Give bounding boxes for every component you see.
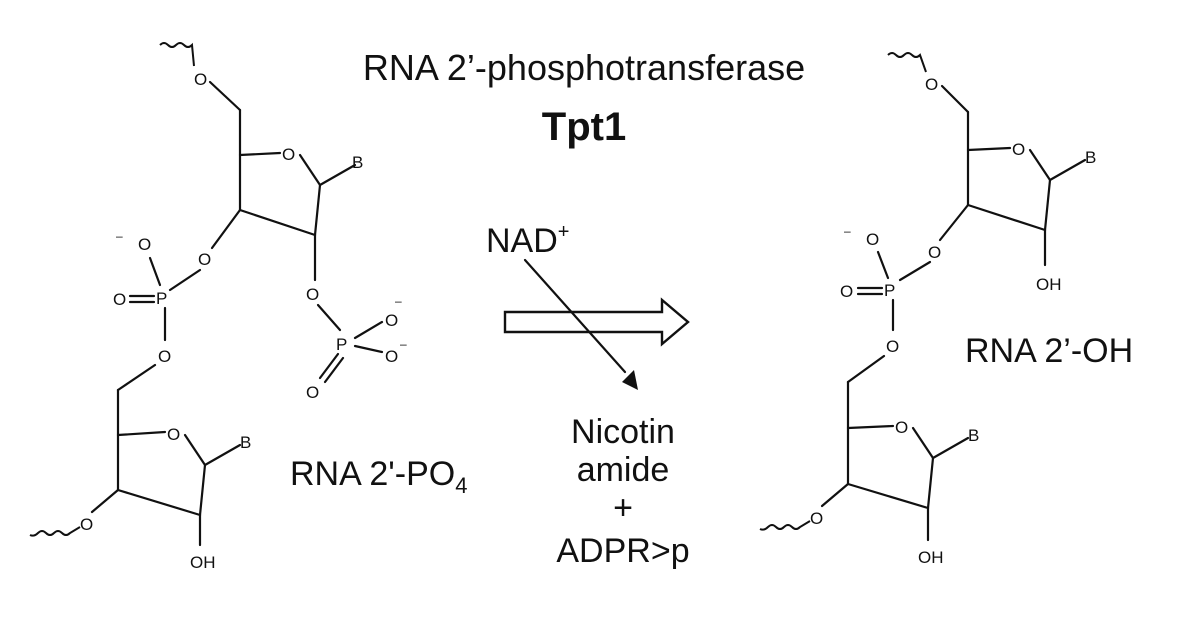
substrate-label: RNA 2'-PO4	[290, 455, 467, 498]
base-label-bottom: B	[240, 433, 251, 452]
atom-o-ring-top: O	[282, 145, 295, 164]
product-structure: O O B OH O P O – O O O B OH	[759, 52, 1096, 567]
base-label-top: B	[352, 153, 363, 172]
atom-o-ring-bottom: O	[167, 425, 180, 444]
backbone-squiggle-top-right	[887, 52, 927, 73]
enzyme-name-title: Tpt1	[542, 105, 626, 149]
atom-p-diester: P	[156, 289, 167, 308]
charge-minus-diester: –	[116, 229, 123, 243]
atom-o-2prime: O	[306, 285, 319, 304]
base-label-bottom-right: B	[968, 426, 979, 445]
hydroxyl-2prime-bottom: OH	[190, 553, 216, 572]
product-line-nicotin: Nicotin	[571, 413, 675, 451]
atom-o-3prime: O	[198, 250, 211, 269]
backbone-squiggle-bottom	[29, 526, 81, 537]
product-plus-sign: +	[613, 489, 633, 527]
cosubstrate-label: NAD+	[486, 221, 569, 260]
hydroxyl-2prime-bottom-right: OH	[918, 548, 944, 567]
atom-o-ring-top-right: O	[1012, 140, 1025, 159]
atom-o-5prime-top-right: O	[925, 75, 938, 94]
substrate-structure: O O B O P O – O O O P O –	[29, 42, 407, 572]
substrate-label-subscript: 4	[455, 473, 467, 498]
atom-o-double-diester: O	[113, 290, 126, 309]
atom-o-minus-2prime-a: O	[385, 311, 398, 330]
hydroxyl-2prime-right: OH	[1036, 275, 1062, 294]
charge-minus-diester-right: –	[844, 224, 851, 238]
atom-o-5prime-top: O	[194, 70, 207, 89]
reaction-arrow	[503, 258, 690, 390]
atom-o-3prime-right: O	[928, 243, 941, 262]
atom-o-3prime-bottom: O	[80, 515, 93, 534]
charge-minus-2prime-a: –	[395, 294, 402, 308]
base-label-top-right: B	[1085, 148, 1096, 167]
atom-o-minus-diester-right: O	[866, 230, 879, 249]
product-line-amide: amide	[577, 451, 670, 489]
atom-o-double-2prime: O	[306, 383, 319, 402]
atom-o-double-diester-right: O	[840, 282, 853, 301]
cosubstrate-charge: +	[558, 221, 570, 243]
atom-o-ring-bottom-right: O	[895, 418, 908, 437]
atom-p-diester-right: P	[884, 281, 895, 300]
atom-o-5prime-lower: O	[158, 347, 171, 366]
enzyme-class-title: RNA 2’-phosphotransferase	[363, 47, 805, 88]
product-release-arrowhead	[622, 370, 638, 390]
atom-o-5prime-lower-right: O	[886, 337, 899, 356]
product-label: RNA 2’-OH	[965, 332, 1133, 370]
charge-minus-2prime-b: –	[400, 337, 407, 351]
backbone-squiggle-bottom-right	[759, 520, 811, 531]
atom-o-minus-2prime-b: O	[385, 347, 398, 366]
backbone-squiggle-top	[159, 42, 195, 67]
atom-o-minus-diester: O	[138, 235, 151, 254]
atom-p-2prime: P	[336, 335, 347, 354]
product-line-adpr: ADPR>p	[556, 532, 689, 570]
atom-o-3prime-bottom-right: O	[810, 509, 823, 528]
